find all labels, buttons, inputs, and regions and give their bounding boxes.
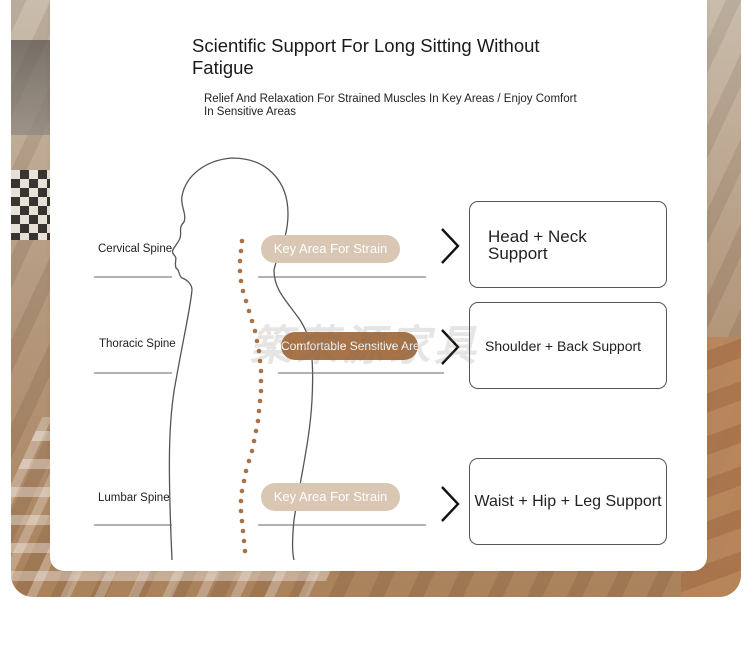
cervical-spine-label: Cervical Spine <box>98 243 173 255</box>
head-neck-support-label: Head + Neck Support <box>488 226 587 263</box>
head-neck-support-box: Head + Neck Support <box>469 201 667 288</box>
chevron-right-icon <box>441 228 460 264</box>
page-subtitle: Relief And Relaxation For Strained Muscl… <box>204 93 577 118</box>
waist-hip-leg-support-label: Waist + Hip + Leg Support <box>474 492 662 510</box>
thoracic-sensitive-area-pill: Comfortable Sensitive Area <box>281 332 426 360</box>
lumbar-key-area-pill: Key Area For Strain <box>261 483 400 511</box>
shoulder-back-support-box: Shoulder + Back Support <box>469 302 667 389</box>
background-checker-pattern <box>11 170 51 240</box>
head-outline <box>168 157 314 561</box>
guide-lines <box>94 276 444 526</box>
page-title: Scientific Support For Long Sitting With… <box>192 35 540 78</box>
thoracic-spine-label: Thoracic Spine <box>99 338 176 350</box>
chevron-right-icon <box>441 486 460 522</box>
waist-hip-leg-support-box: Waist + Hip + Leg Support <box>469 458 667 545</box>
lumbar-spine-label: Lumbar Spine <box>98 492 170 504</box>
info-card: Scientific Support For Long Sitting With… <box>50 0 707 571</box>
shoulder-back-support-label: Shoulder + Back Support <box>485 337 642 354</box>
body-silhouette-diagram <box>94 157 444 561</box>
spine-dots <box>237 238 264 554</box>
chevron-right-icon <box>441 329 460 365</box>
cervical-key-area-pill: Key Area For Strain <box>261 235 400 263</box>
